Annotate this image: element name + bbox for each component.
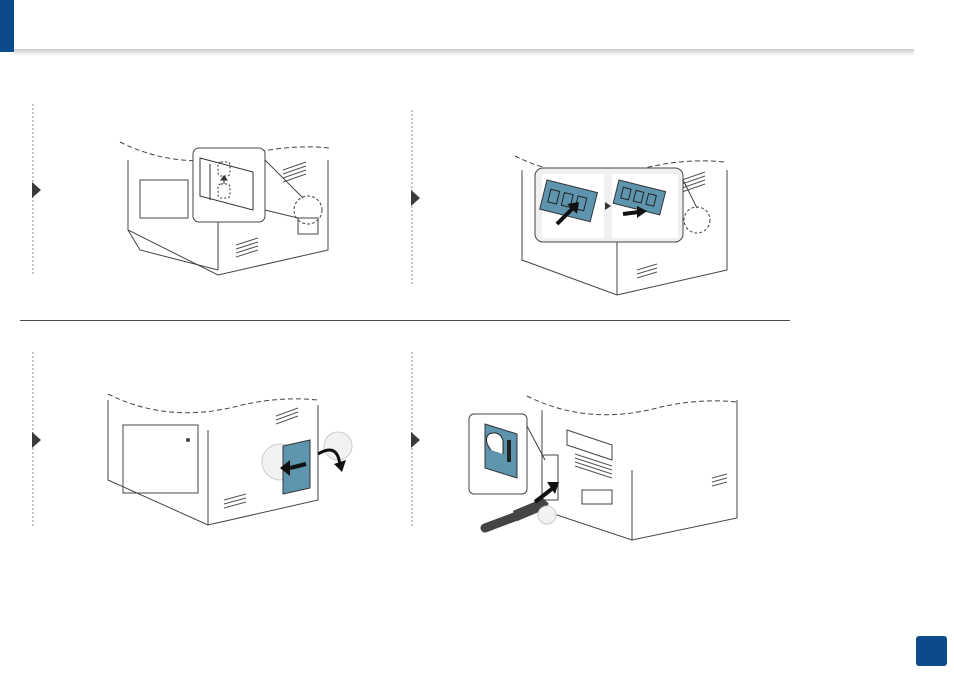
play-arrow-icon xyxy=(411,432,420,448)
play-arrow-icon xyxy=(411,190,420,206)
page-number-badge xyxy=(916,636,947,666)
power-cord-connect-illustration xyxy=(407,350,767,550)
play-arrow-icon xyxy=(32,182,41,198)
step-1-panel xyxy=(28,100,388,280)
header-accent-bar xyxy=(0,0,14,52)
step-2-panel xyxy=(407,110,767,300)
step-4-panel xyxy=(407,350,767,550)
printer-memory-slot-illustration xyxy=(28,100,388,280)
memory-module-insert-illustration xyxy=(407,110,767,300)
header-rule xyxy=(14,49,914,56)
play-arrow-icon xyxy=(32,432,41,448)
section-divider xyxy=(20,320,790,321)
step-3-panel xyxy=(28,350,388,530)
printer-cover-close-illustration xyxy=(28,350,388,530)
